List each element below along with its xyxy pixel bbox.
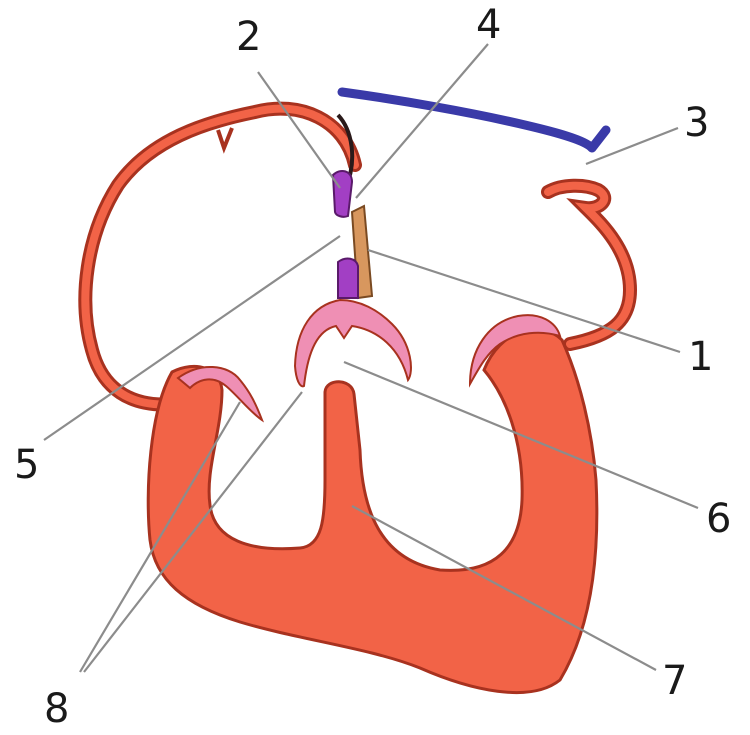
label-8: 8 <box>44 686 69 732</box>
label-1: 1 <box>688 334 713 380</box>
label-4: 4 <box>476 2 501 48</box>
ventricle-body <box>148 329 597 692</box>
right-atrium-wall-fill <box>548 186 630 344</box>
label-7: 7 <box>662 658 687 704</box>
atrium-notch <box>218 128 232 148</box>
label-6: 6 <box>706 496 731 542</box>
leader-line-4 <box>356 44 488 198</box>
label-2: 2 <box>236 14 261 60</box>
purple-leaflet-lower <box>338 259 358 298</box>
blue-vessel <box>342 92 606 148</box>
center-valve-cusp <box>295 300 411 386</box>
label-5: 5 <box>14 442 39 488</box>
purple-leaflet-upper <box>333 171 352 217</box>
label-3: 3 <box>684 100 709 146</box>
